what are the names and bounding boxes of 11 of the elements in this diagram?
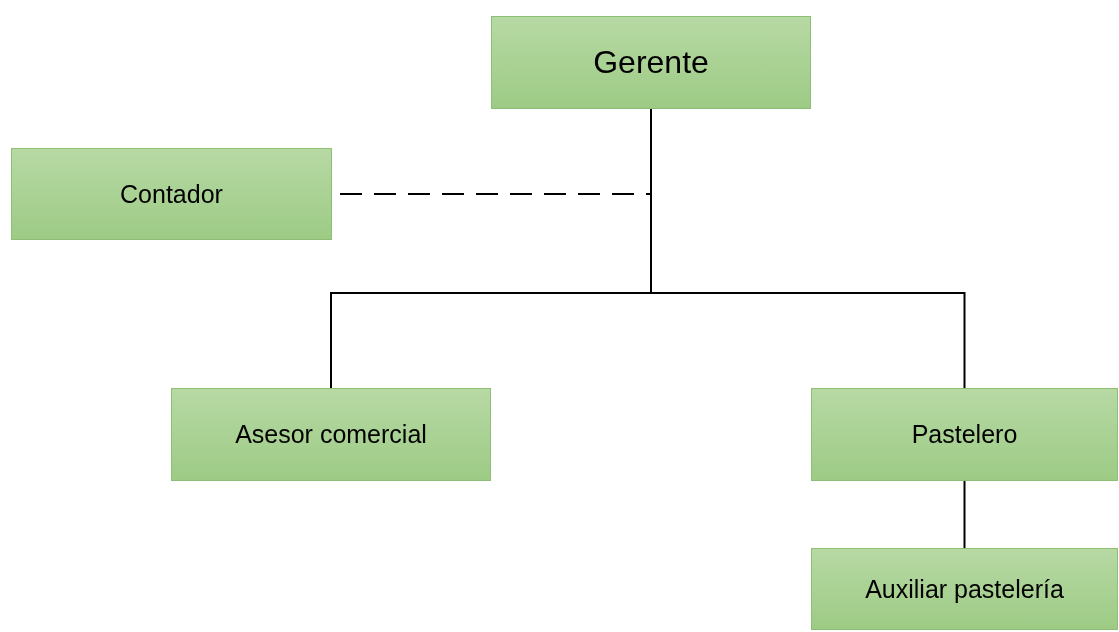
role-title: Auxiliar pastelería — [865, 574, 1064, 604]
role-box — [491, 16, 811, 109]
role-box — [811, 388, 1118, 481]
role-box — [811, 548, 1118, 630]
role-box — [171, 388, 491, 481]
role-box — [11, 148, 332, 240]
role-title: Asesor comercial — [235, 420, 427, 449]
role-title: Contador — [120, 179, 223, 209]
role-title: Gerente — [593, 44, 709, 81]
connector-line — [963, 480, 966, 549]
role-title: Pastelero — [911, 420, 1018, 449]
